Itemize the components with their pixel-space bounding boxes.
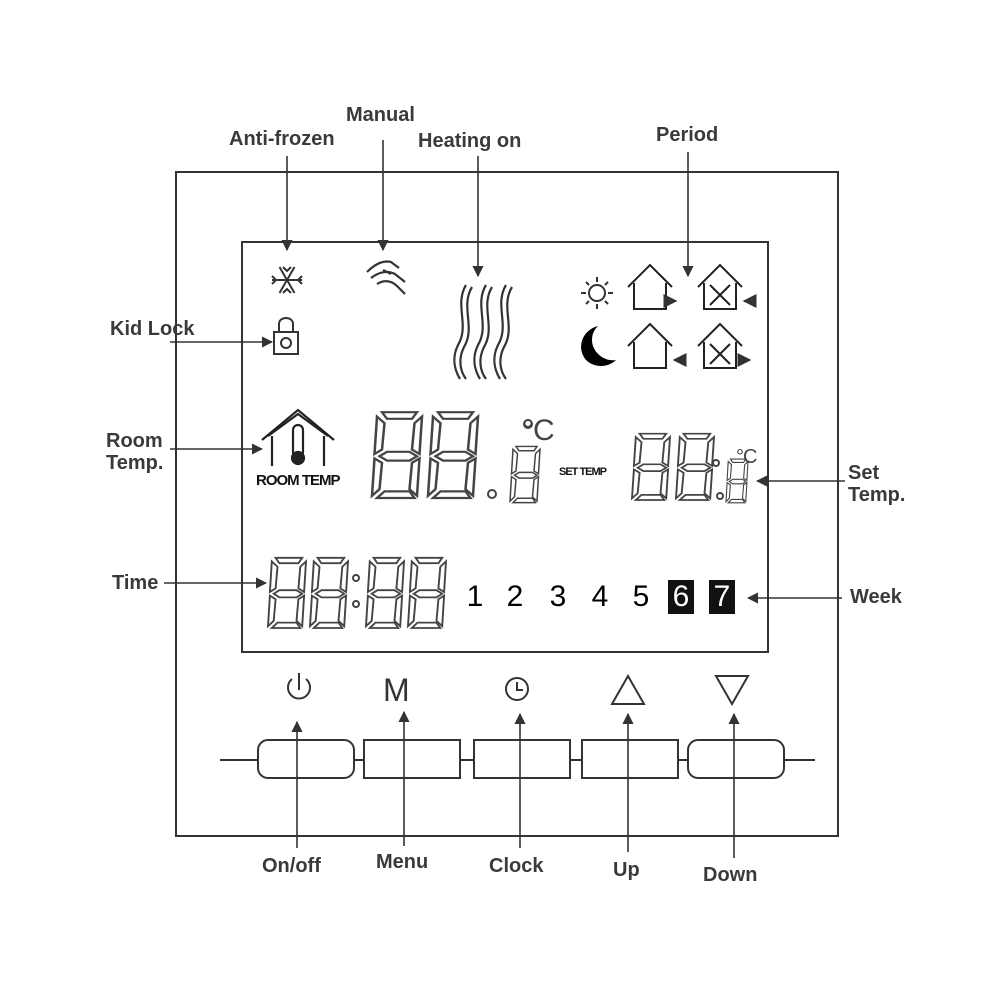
time-digits	[267, 556, 447, 629]
label-down: Down	[703, 864, 758, 886]
week-day-6: 6	[668, 580, 694, 614]
thermostat-panel	[175, 171, 839, 837]
menu-button[interactable]	[363, 739, 461, 779]
moon-icon	[581, 326, 616, 366]
power-icon	[287, 673, 311, 700]
lcd-screen	[241, 241, 769, 653]
down-button[interactable]	[687, 739, 785, 779]
clock-icon	[505, 677, 529, 701]
label-on-off: On/off	[262, 855, 321, 877]
week-day-5: 5	[632, 580, 650, 613]
lock-icon	[273, 317, 299, 355]
label-set-temp: Set Temp.	[848, 462, 905, 506]
week-day-1: 1	[466, 580, 484, 613]
snowflake-icon	[271, 266, 303, 294]
label-room-temp: Room Temp.	[106, 430, 163, 474]
room-temp-caption: ROOM TEMP	[256, 472, 340, 489]
room-temp-digits	[370, 410, 541, 504]
triangle-up-icon	[610, 673, 646, 705]
sun-icon	[581, 277, 613, 309]
week-day-2: 2	[506, 580, 524, 613]
menu-icon: M	[383, 672, 410, 708]
clock-button[interactable]	[473, 739, 571, 779]
label-time: Time	[112, 572, 159, 594]
house-icon-home-night	[627, 323, 687, 369]
on-off-button[interactable]	[257, 739, 355, 779]
label-period: Period	[656, 124, 719, 146]
label-set-temp-line2: Temp.	[848, 484, 906, 506]
up-button[interactable]	[581, 739, 679, 779]
label-heating-on: Heating on	[418, 130, 522, 152]
label-anti-frozen: Anti-frozen	[229, 128, 335, 150]
label-up: Up	[613, 859, 640, 881]
house-icon-home-day	[627, 264, 678, 310]
heat-waves-icon	[453, 284, 513, 380]
set-temp-caption: SET TEMP	[559, 466, 607, 478]
week-day-7: 7	[709, 580, 735, 614]
triangle-down-icon	[714, 675, 750, 707]
celsius-room: °C	[522, 414, 555, 447]
hand-icon	[366, 260, 406, 295]
label-menu: Menu	[376, 851, 429, 873]
house-thermometer-icon	[261, 408, 335, 466]
label-clock: Clock	[489, 855, 544, 877]
house-icon-away-day	[697, 264, 757, 310]
celsius-set: °C	[736, 446, 757, 468]
label-kid-lock: Kid Lock	[110, 318, 195, 340]
label-set-temp-line1: Set	[848, 462, 880, 484]
label-week: Week	[850, 586, 902, 608]
week-day-3: 3	[549, 580, 567, 613]
set-temp-digits	[631, 432, 749, 504]
label-manual: Manual	[346, 104, 415, 126]
week-day-4: 4	[591, 580, 609, 613]
label-room-temp-line1: Room	[106, 430, 163, 452]
label-room-temp-line2: Temp.	[106, 452, 164, 474]
house-icon-away-night	[697, 323, 752, 369]
